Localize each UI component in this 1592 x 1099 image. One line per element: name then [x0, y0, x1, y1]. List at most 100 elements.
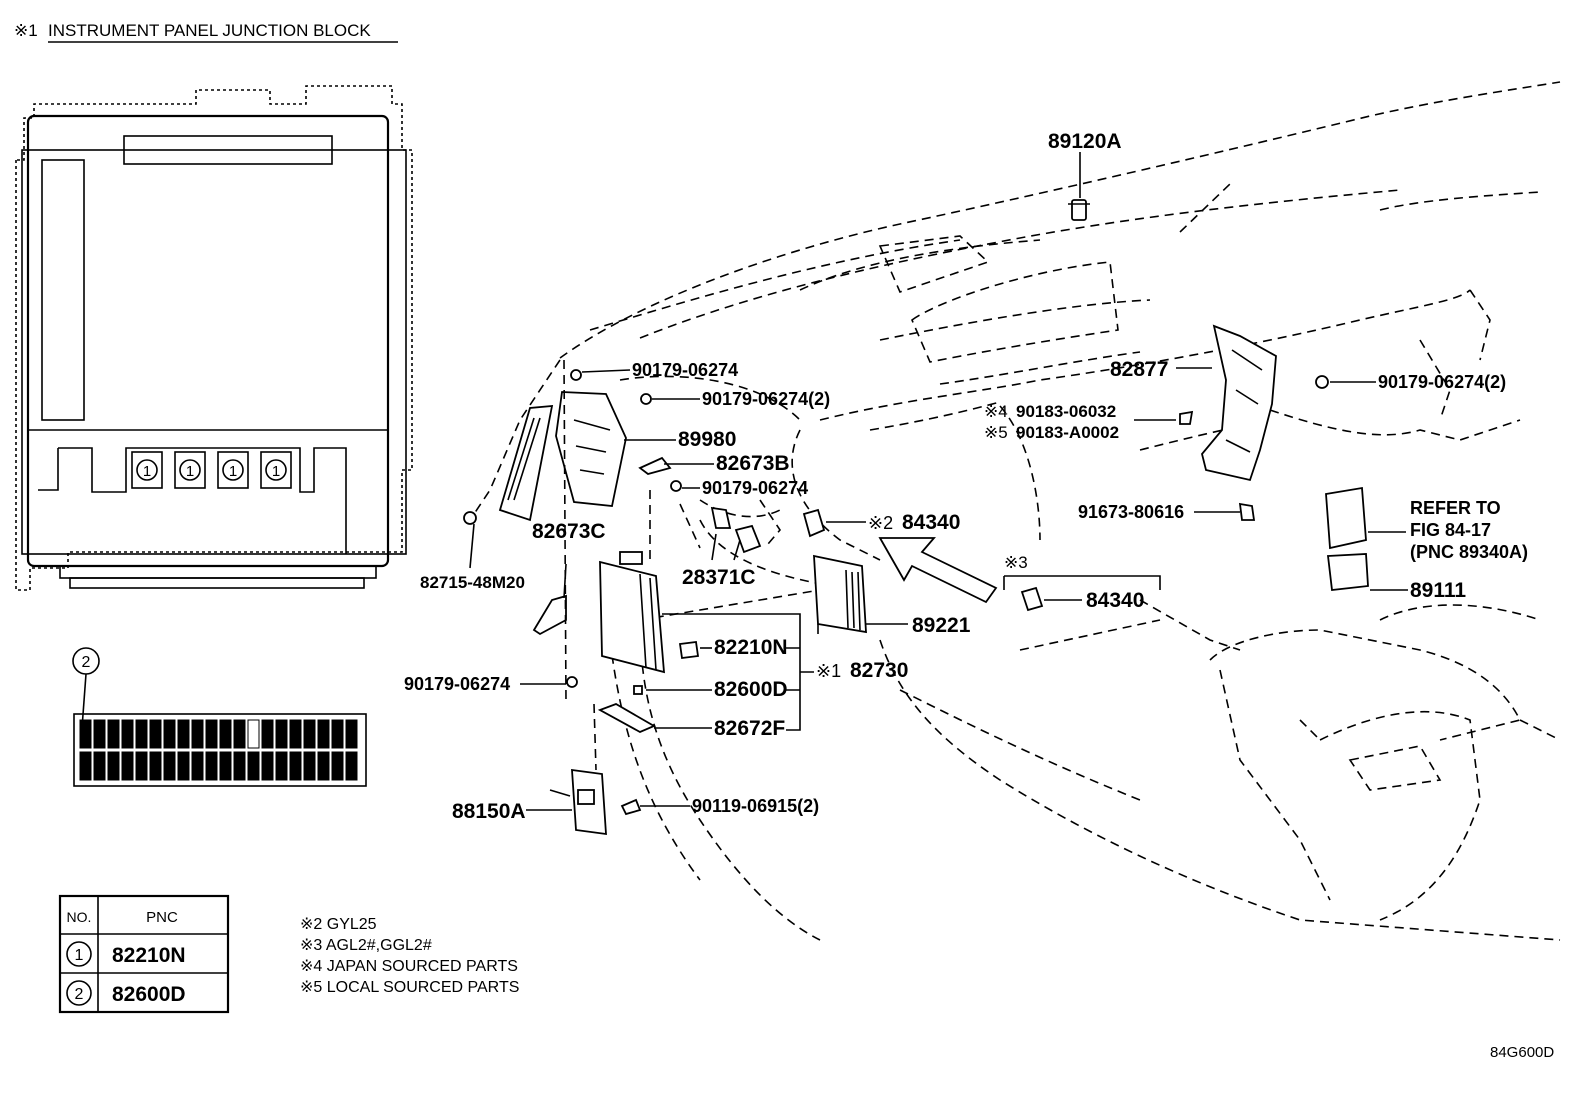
clip-90179-e	[566, 676, 578, 688]
fuse-slot	[317, 719, 330, 749]
label-89980: 89980	[678, 428, 736, 451]
fuse-slot	[93, 719, 106, 749]
fuse-slot	[79, 719, 92, 749]
fuse-slot	[149, 719, 162, 749]
label-89111: 89111	[1410, 579, 1466, 602]
pnc-table: NO. PNC 1 82210N 2 82600D	[58, 894, 230, 1014]
label-84340-b: 84340	[1086, 589, 1144, 612]
label-82672F: 82672F	[714, 717, 785, 740]
switch-84340-a	[802, 508, 826, 538]
fuse-slot	[233, 751, 246, 781]
fuse-slot	[135, 751, 148, 781]
fuse-slot	[191, 751, 204, 781]
fuse-slot	[247, 719, 260, 749]
relay-82210N	[678, 640, 700, 660]
table-row-pnc: 82600D	[112, 983, 186, 1006]
table-header-no: NO.	[67, 909, 92, 925]
module-89111	[1326, 553, 1369, 591]
fuse-slot	[261, 719, 274, 749]
fuse-slot	[121, 751, 134, 781]
fuse-slot-1: 1	[131, 451, 163, 489]
fuse-slot	[219, 719, 232, 749]
clip-90179-b	[640, 393, 652, 405]
label-82673B: 82673B	[716, 452, 790, 475]
cover-82672F	[597, 703, 657, 734]
fuse-slot	[79, 751, 92, 781]
junction-block-drawing: 1 1 1 1	[15, 85, 413, 591]
label-90179-06274-e: 90179-06274	[404, 674, 510, 694]
dashboard-outline	[469, 81, 1561, 941]
sensor-89120A	[1068, 199, 1090, 221]
bracket-89980	[498, 391, 627, 522]
fuse-slot	[303, 719, 316, 749]
fuse-slot	[331, 719, 344, 749]
label-refer-to: REFER TO	[1410, 498, 1501, 518]
fuse-slot	[177, 719, 190, 749]
notes: ※2 GYL25 ※3 AGL2#,GGL2# ※4 JAPAN SOURCED…	[300, 916, 519, 996]
svg-text:1: 1	[272, 463, 280, 480]
fuse-slot	[261, 751, 274, 781]
clip-90179-c	[670, 480, 682, 492]
figure-id: 84G600D	[1490, 1044, 1554, 1061]
label-90179-06274-b: 90179-06274(2)	[702, 389, 830, 409]
header-title: INSTRUMENT PANEL JUNCTION BLOCK	[48, 21, 371, 40]
svg-text:1: 1	[143, 463, 151, 480]
fuse-slot	[345, 751, 358, 781]
fuse-slot	[303, 751, 316, 781]
switch-84340-b	[1020, 586, 1044, 612]
fuse-slot	[345, 719, 358, 749]
junction-block-82730	[599, 551, 666, 674]
fuse-slot-3: 1	[217, 451, 249, 489]
bracket-82673B	[638, 456, 672, 475]
bracket-82877	[1201, 324, 1277, 482]
label-90179-06274-c: 90179-06274	[702, 478, 808, 498]
label-84340-b-mark: ※3	[1004, 553, 1028, 572]
label-90119-06915: 90119-06915(2)	[692, 796, 819, 816]
table-header-pnc: PNC	[146, 909, 178, 926]
note-line: ※3 AGL2#,GGL2#	[300, 937, 432, 954]
table-row-pnc: 82210N	[112, 944, 186, 967]
label-82600D: 82600D	[714, 678, 788, 701]
fuse-slot	[289, 719, 302, 749]
label-90179-06274-d: 90179-06274(2)	[1378, 372, 1506, 392]
fuse-slot	[191, 719, 204, 749]
label-82730: 82730	[850, 659, 908, 682]
ecu-89221	[813, 554, 867, 634]
fuse-slot	[219, 751, 232, 781]
fuse-slot	[121, 719, 134, 749]
bracket-82673C	[532, 594, 567, 636]
label-90183-a-mark: ※4	[984, 402, 1008, 421]
label-82715-48M20: 82715-48M20	[420, 573, 525, 592]
fuse-slot	[275, 719, 288, 749]
label-28371C: 28371C	[682, 566, 756, 589]
fuse-slot	[93, 751, 106, 781]
fuse-slot	[331, 751, 344, 781]
table-row-no: 1	[75, 947, 84, 964]
label-82877: 82877	[1110, 358, 1168, 381]
bolt-90119	[620, 798, 642, 816]
note-line: ※4 JAPAN SOURCED PARTS	[300, 958, 518, 975]
bolt-91673	[1238, 502, 1256, 521]
fuse-slot	[135, 719, 148, 749]
fuse-slot	[233, 719, 246, 749]
part-labels: 89120A 90179-06274 90179-06274(2) 89980 …	[404, 130, 1528, 823]
fuse-strip-drawing: 2	[72, 647, 367, 787]
fuse-slot	[275, 751, 288, 781]
clip-82715	[463, 511, 477, 525]
relay-28371C	[710, 506, 762, 554]
label-refer-pnc: (PNC 89340A)	[1410, 542, 1528, 562]
module-88150A	[549, 768, 607, 836]
fuse-slot	[163, 719, 176, 749]
label-91673-80616: 91673-80616	[1078, 502, 1184, 522]
label-90183-A0002: 90183-A0002	[1016, 423, 1119, 442]
fuse-slot	[177, 751, 190, 781]
label-90179-06274-a: 90179-06274	[632, 360, 738, 380]
label-89221: 89221	[912, 614, 971, 637]
fuse-82600D	[633, 685, 643, 695]
note-line: ※5 LOCAL SOURCED PARTS	[300, 979, 519, 996]
label-88150A: 88150A	[452, 800, 526, 823]
fuse-row-top	[79, 719, 358, 749]
label-89120A: 89120A	[1048, 130, 1122, 153]
clip-90183	[1179, 410, 1194, 425]
table-row: 1 82210N	[66, 941, 186, 967]
